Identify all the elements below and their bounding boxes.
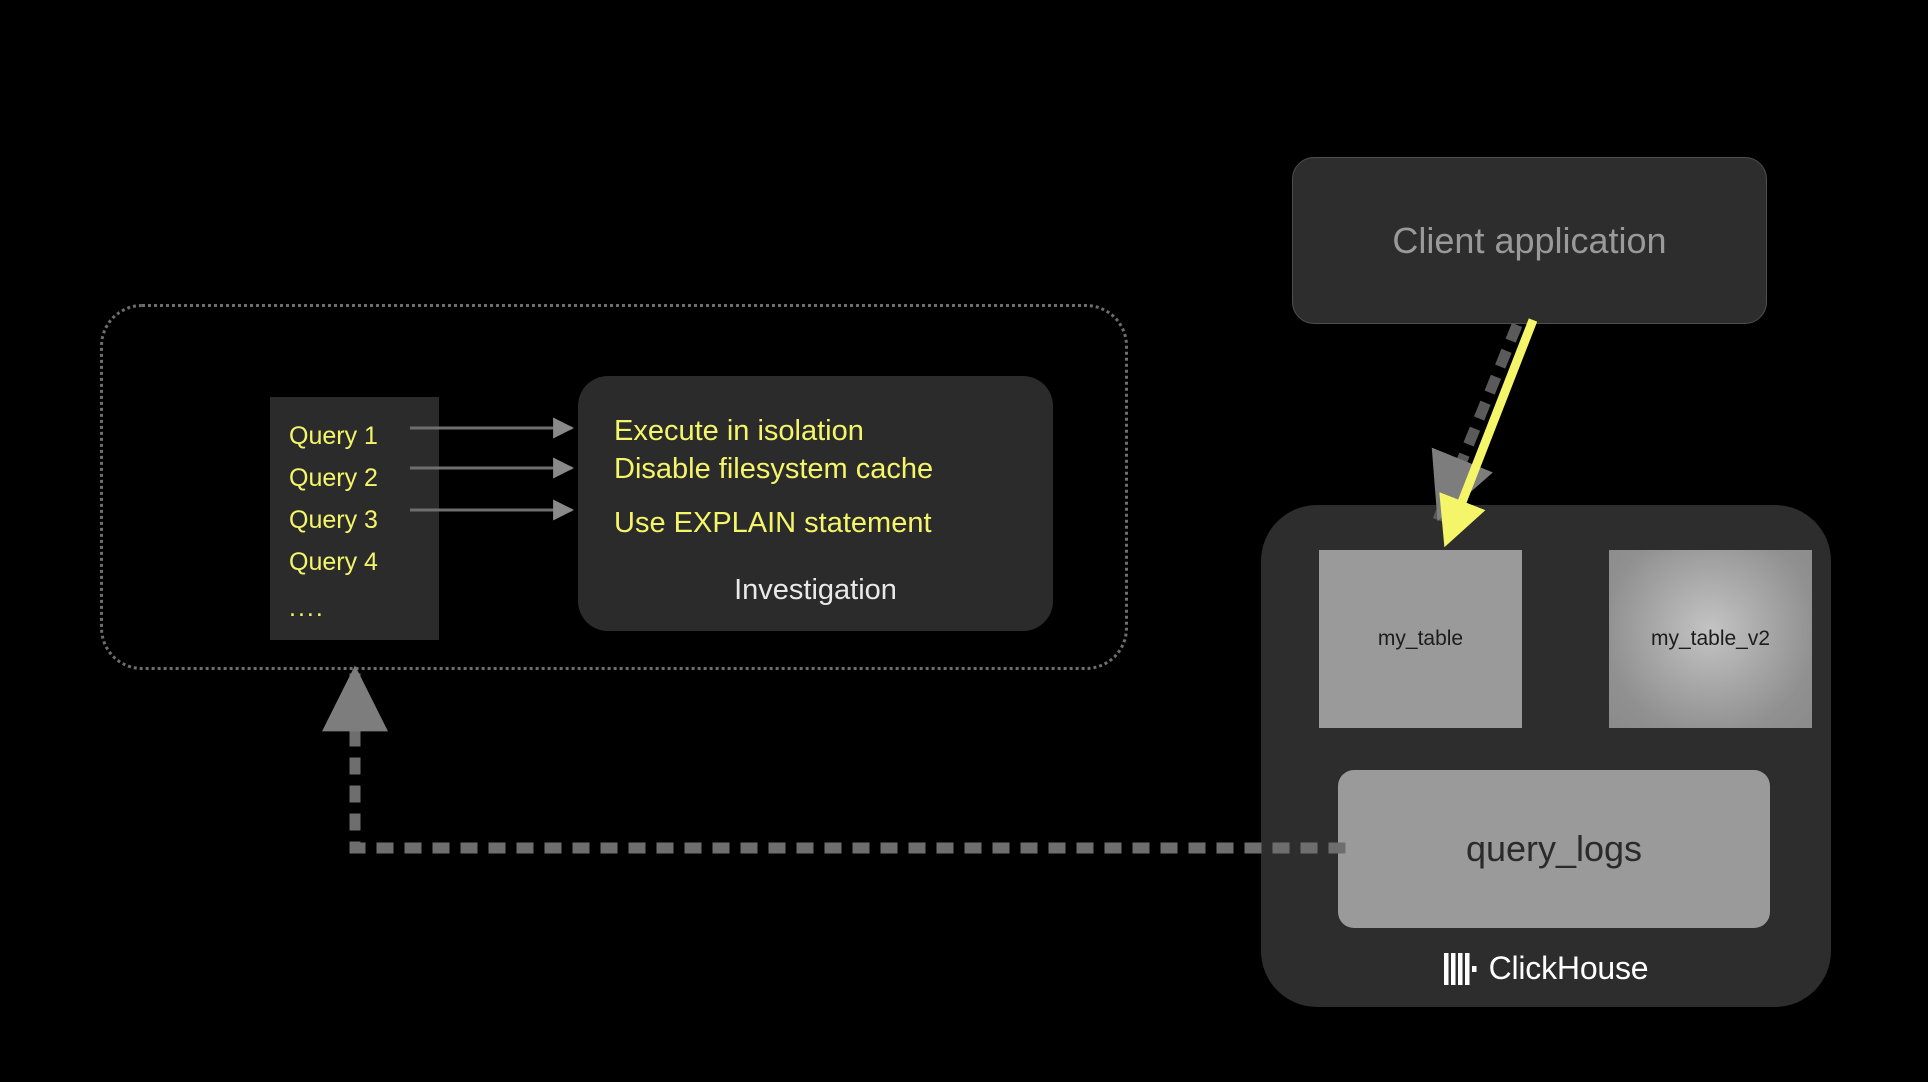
connector-client-to-my-table xyxy=(1431,322,1523,523)
client-application-box: Client application xyxy=(1292,157,1767,324)
investigation-panel-title: Investigation xyxy=(734,574,897,606)
clickhouse-logo: ClickHouse xyxy=(1261,950,1831,987)
investigation-step: Use EXPLAIN statement xyxy=(614,507,932,539)
table-label: my_table_v2 xyxy=(1650,627,1771,650)
investigation-step: Disable filesystem cache xyxy=(614,453,934,485)
table-box-my-table: my_table xyxy=(1319,550,1522,728)
spacer xyxy=(614,488,1053,504)
query-list-item: Query 2 xyxy=(289,464,378,492)
query-list-ellipsis: .... xyxy=(289,594,325,622)
clickhouse-panel: my_table my_table_v2 query_logs ClickHou… xyxy=(1261,505,1831,1007)
connector-query-logs-to-query-box xyxy=(322,665,1346,854)
table-box-my-table-v2: my_table_v2 xyxy=(1609,550,1812,728)
clickhouse-wordmark: ClickHouse xyxy=(1488,950,1649,986)
query-list-item: Query 3 xyxy=(289,506,378,534)
query-list-box: Query 1 Query 2 Query 3 Query 4 .... xyxy=(270,397,439,640)
query-list-item: Query 1 xyxy=(289,422,378,450)
clickhouse-bars-icon xyxy=(1443,952,1477,985)
investigation-panel: Execute in isolation Disable filesystem … xyxy=(578,376,1053,631)
client-application-label: Client application xyxy=(1392,219,1667,261)
investigation-step: Execute in isolation xyxy=(614,415,864,447)
table-label: my_table xyxy=(1377,627,1464,650)
query-list-item: Query 4 xyxy=(289,548,378,576)
query-logs-label: query_logs xyxy=(1465,828,1643,869)
query-logs-box: query_logs xyxy=(1338,770,1770,928)
